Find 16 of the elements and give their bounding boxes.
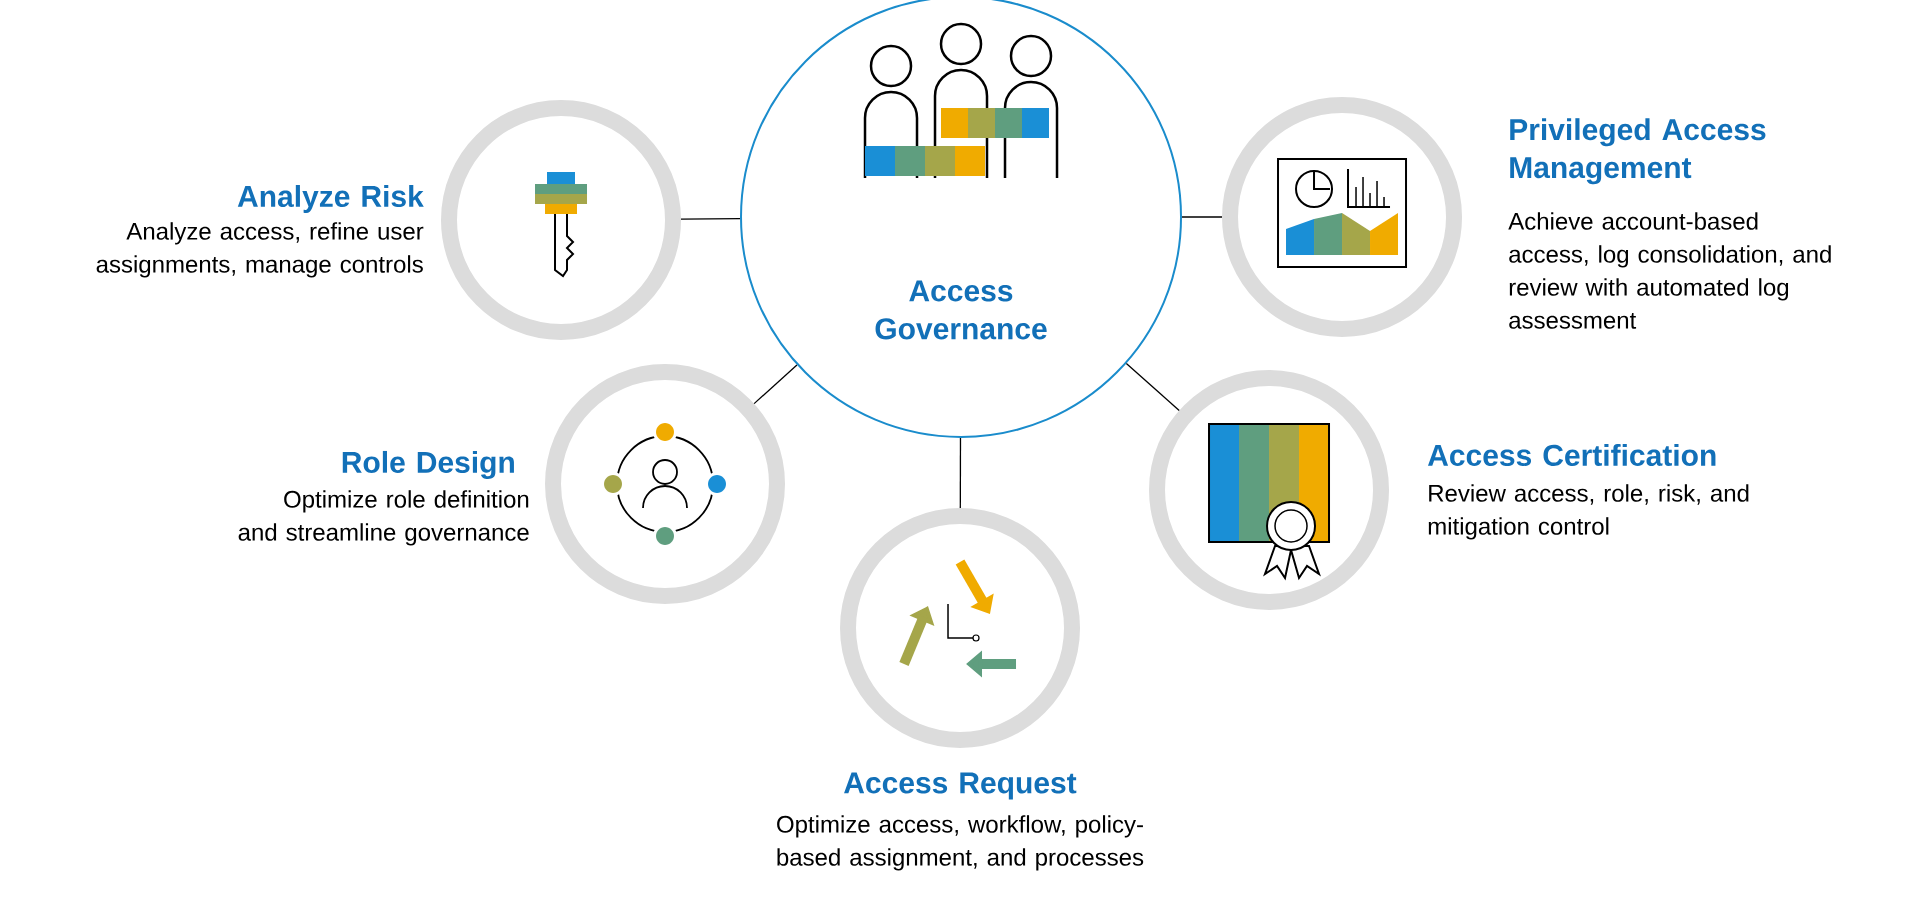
connector-line bbox=[1181, 216, 1223, 218]
center-title: Access Governance bbox=[875, 280, 1047, 340]
heading: Access Certification bbox=[1427, 444, 1716, 466]
description: Optimize access, workflow, policy-based assignment, and processes bbox=[777, 815, 1144, 871]
heading: Privileged Access Management bbox=[1510, 118, 1766, 185]
description: Achieve account-based access, log consolidation, and review with automated log assessment bbox=[1508, 212, 1831, 329]
connector-line bbox=[1125, 362, 1180, 412]
description: Analyze access, refine user assignments, manage controls bbox=[96, 222, 424, 278]
connector-line bbox=[753, 364, 798, 405]
heading: Role Design bbox=[342, 450, 514, 480]
heading: Analyze Risk bbox=[237, 185, 424, 213]
connector-line bbox=[680, 218, 741, 220]
description: Optimize role definition and streamline governance bbox=[238, 490, 529, 546]
heading: Access Request bbox=[844, 772, 1077, 800]
description: Review access, role, risk, and mitigation control bbox=[1428, 484, 1749, 540]
connector-line bbox=[959, 437, 962, 509]
